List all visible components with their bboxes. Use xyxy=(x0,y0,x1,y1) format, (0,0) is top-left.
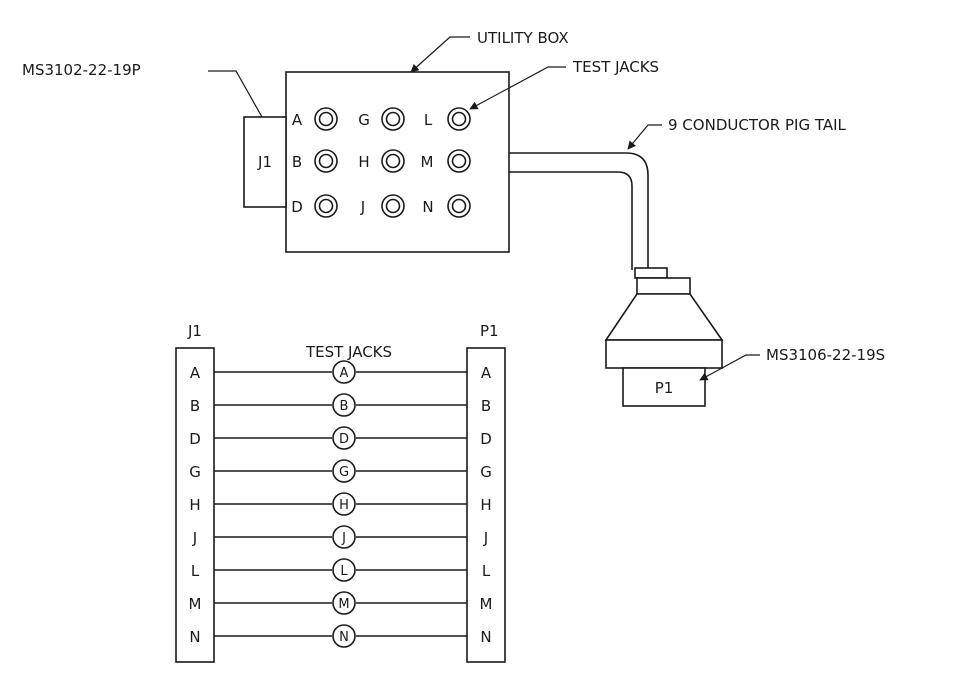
jack-label-M: M xyxy=(421,153,434,171)
p1-pin-D: D xyxy=(480,430,492,448)
p1-pin-G: G xyxy=(480,463,492,481)
jack-J: J xyxy=(360,194,405,218)
pigtail-label: 9 CONDUCTOR PIG TAIL xyxy=(668,116,847,134)
test-jack-node-label-M: M xyxy=(338,597,349,612)
j1-pin-L: L xyxy=(191,562,200,580)
j1-header: J1 xyxy=(187,322,202,340)
test-jack-node-label-A: A xyxy=(340,366,349,381)
p1-pin-H: H xyxy=(480,496,491,514)
jack-label-D: D xyxy=(291,198,303,216)
pigtail-leader xyxy=(627,124,662,150)
test-jack-node-A xyxy=(332,360,356,384)
p1-terminal-block xyxy=(466,347,506,663)
jack-label-L: L xyxy=(424,111,433,129)
test-jack-node-label-N: N xyxy=(339,630,349,645)
jack-label-J: J xyxy=(360,198,365,216)
test-jack-node-label-J: J xyxy=(341,531,346,546)
test-jack-node-label-D: D xyxy=(339,432,349,447)
test-jack-node-label-G: G xyxy=(339,465,349,480)
p1-pin-J: J xyxy=(483,529,488,547)
p1-pin-M: M xyxy=(480,595,493,613)
ms3106-leader xyxy=(699,354,760,381)
j1-box-label: J1 xyxy=(257,153,272,171)
test-jack-node-label-B: B xyxy=(340,399,349,414)
test-jack-node-D xyxy=(332,426,356,450)
j1-pin-N: N xyxy=(189,628,200,646)
jack-label-A: A xyxy=(292,111,303,129)
jack-N: N xyxy=(422,194,471,218)
jack-grid: A G L B H M D J xyxy=(291,107,471,218)
j1-pin-G: G xyxy=(189,463,201,481)
p1-pin-A: A xyxy=(481,364,492,382)
test-jacks-wiring-label: TEST JACKS xyxy=(305,343,392,361)
ms3102-leader xyxy=(208,70,263,118)
test-jack-node-M xyxy=(332,591,356,615)
ms3102-label: MS3102-22-19P xyxy=(22,61,141,79)
j1-pin-H: H xyxy=(189,496,200,514)
test-jack-node-G xyxy=(332,459,356,483)
jack-L: L xyxy=(424,107,471,131)
j1-pin-A: A xyxy=(190,364,201,382)
jack-B: B xyxy=(292,149,338,173)
j1-connector-housing xyxy=(243,116,287,208)
jack-label-G: G xyxy=(358,111,370,129)
j1-pin-J: J xyxy=(192,529,197,547)
p1-plug-label: P1 xyxy=(655,379,674,397)
test-jacks-top-label: TEST JACKS xyxy=(572,58,659,76)
test-jack-node-label-H: H xyxy=(339,498,349,513)
p1-pin-L: L xyxy=(482,562,491,580)
j1-pin-B: B xyxy=(190,397,200,415)
test-jack-node-J xyxy=(332,525,356,549)
jack-A: A xyxy=(292,107,338,131)
test-jack-node-L xyxy=(332,558,356,582)
jack-label-N: N xyxy=(422,198,433,216)
j1-pin-M: M xyxy=(189,595,202,613)
j1-pin-D: D xyxy=(189,430,201,448)
pig-tail-cable xyxy=(509,152,649,270)
p1-plug xyxy=(604,267,724,407)
j1-terminal-block xyxy=(175,347,215,663)
p1-header: P1 xyxy=(480,322,499,340)
jack-G: G xyxy=(358,107,405,131)
p1-pin-B: B xyxy=(481,397,491,415)
test-jack-node-N xyxy=(332,624,356,648)
test-jacks-leader xyxy=(469,66,566,110)
jack-H: H xyxy=(358,149,405,173)
utility-box-leader xyxy=(410,36,470,73)
test-jack-node-label-L: L xyxy=(340,564,348,579)
jack-label-H: H xyxy=(358,153,369,171)
jack-M: M xyxy=(421,149,471,173)
test-jack-node-B xyxy=(332,393,356,417)
utility-box-label: UTILITY BOX xyxy=(477,29,569,47)
ms3106-label: MS3106-22-19S xyxy=(766,346,885,364)
test-jack-node-H xyxy=(332,492,356,516)
p1-pin-N: N xyxy=(480,628,491,646)
jack-D: D xyxy=(291,194,338,218)
jack-label-B: B xyxy=(292,153,302,171)
